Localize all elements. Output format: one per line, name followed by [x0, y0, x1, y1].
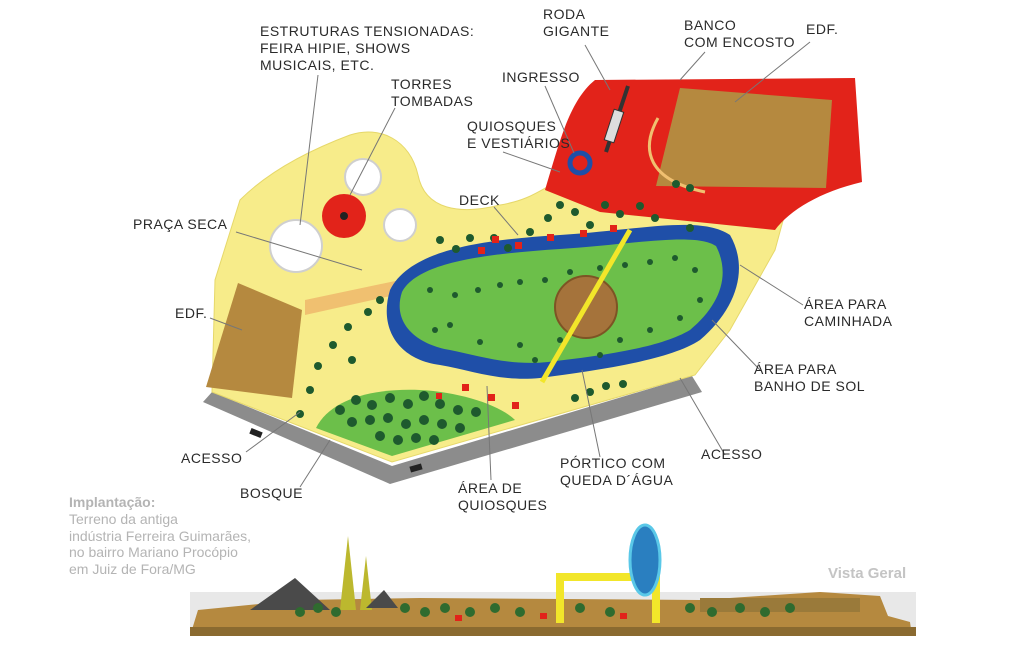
car-left [249, 427, 263, 439]
label-edf-top: EDF. [806, 21, 839, 37]
portico-line [539, 228, 633, 384]
label-acesso-left: ACESSO [181, 450, 243, 466]
building-edf-top [656, 88, 832, 188]
label-torres-tombadas: TORRES TOMBADAS [391, 76, 474, 109]
tension-structure-small [383, 208, 417, 242]
label-roda-gigante: RODA GIGANTE [543, 6, 610, 39]
bosque-forest [316, 389, 515, 456]
label-praca-seca: PRAÇA SECA [133, 216, 228, 232]
label-edf-left: EDF. [175, 305, 208, 321]
trees-group [296, 180, 703, 445]
label-area-quiosques: ÁREA DE QUIOSQUES [458, 480, 548, 513]
roda-gigante-body [603, 108, 625, 144]
label-area-banho-de-sol: ÁREA PARA BANHO DE SOL [754, 361, 866, 394]
ingresso-ring [567, 150, 593, 176]
building-edf-left [206, 283, 302, 398]
torres-center [340, 212, 348, 220]
access-road [203, 376, 702, 484]
label-deck: DECK [459, 192, 500, 208]
leader-lines [209, 41, 811, 488]
label-banco-com-encosto: BANCO COM ENCOSTO [684, 17, 796, 50]
label-bosque: BOSQUE [240, 485, 303, 501]
caption-title: Implantação: [69, 494, 156, 510]
elevation-label: Vista Geral [828, 565, 907, 582]
elevation-view [190, 523, 916, 636]
car-right [409, 463, 423, 473]
caption-body: Terreno da antiga indústria Ferreira Gui… [69, 511, 252, 577]
label-ingresso: INGRESSO [502, 69, 580, 85]
label-quiosques-vestiarios: QUIOSQUES E VESTIÁRIOS [467, 118, 571, 151]
tension-structure-large [269, 219, 323, 273]
label-acesso-right: ACESSO [701, 446, 763, 462]
label-portico: PÓRTICO COM QUEDA D´ÁGUA [560, 455, 674, 488]
label-area-caminhada: ÁREA PARA CAMINHADA [804, 296, 893, 329]
kiosks-group [436, 225, 617, 409]
tension-structure-mid [344, 158, 382, 196]
label-estruturas-tensionadas: ESTRUTURAS TENSIONADAS: FEIRA HIPIE, SHO… [260, 23, 475, 73]
deck-strip [305, 280, 400, 315]
